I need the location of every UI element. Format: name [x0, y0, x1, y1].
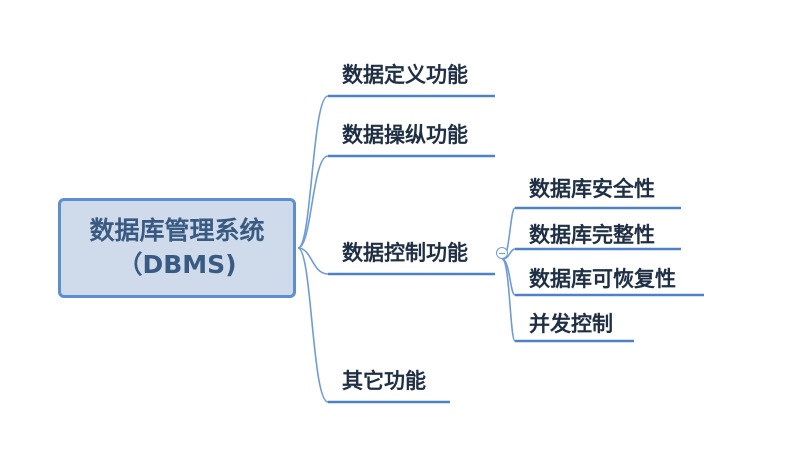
connector-root-to-manipulation — [297, 155, 329, 249]
branch-other-functions[interactable]: 其它功能 — [342, 369, 426, 393]
root-node[interactable]: 数据库管理系统 （DBMS) — [58, 198, 296, 298]
root-subtitle: （DBMS) — [117, 250, 237, 279]
branch-data-manipulation[interactable]: 数据操纵功能 — [342, 123, 468, 147]
subbranch-database-security[interactable]: 数据库安全性 — [529, 177, 655, 201]
subbranch-database-integrity[interactable]: 数据库完整性 — [529, 223, 655, 247]
connector-root-to-other — [297, 247, 329, 403]
connector-root-to-control — [297, 247, 329, 275]
branch-data-control[interactable]: 数据控制功能 — [342, 241, 468, 265]
connector-root-to-definition — [297, 95, 329, 249]
root-title: 数据库管理系统 — [89, 216, 265, 245]
connector-control-to-concurrency — [501, 258, 516, 342]
subbranch-database-recoverability[interactable]: 数据库可恢复性 — [529, 267, 676, 291]
branch-data-definition[interactable]: 数据定义功能 — [342, 63, 468, 87]
subbranch-concurrency-control[interactable]: 并发控制 — [529, 312, 613, 336]
collapse-icon[interactable] — [496, 247, 508, 259]
